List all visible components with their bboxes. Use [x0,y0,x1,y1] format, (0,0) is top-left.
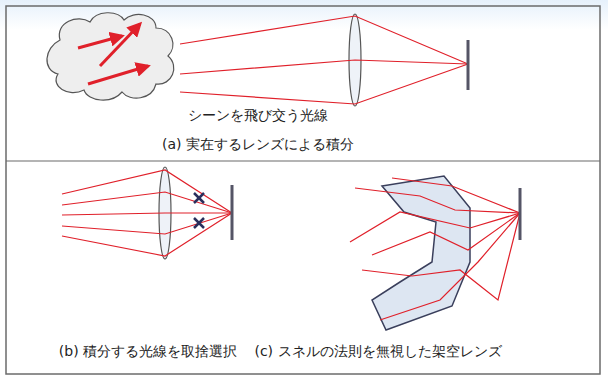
sensor [467,40,470,90]
panel-caption: (a) 実在するレンズによる積分 [162,136,354,153]
sensor [519,188,522,240]
scene-caption: シーンを飛び交う光線 [188,107,328,124]
frame [6,6,600,374]
rejected-marks [194,193,204,228]
rays-a [180,16,468,104]
divider [6,160,600,161]
panel-caption: (b) 積分する光線を取捨選択 [59,343,237,360]
scene-rays [78,24,148,84]
scene-cloud [47,13,174,100]
sensor [231,185,234,240]
rays-b [62,170,232,256]
panel-caption: (c) スネルの法則を無視した架空レンズ [254,343,501,360]
rays-c [350,178,520,320]
